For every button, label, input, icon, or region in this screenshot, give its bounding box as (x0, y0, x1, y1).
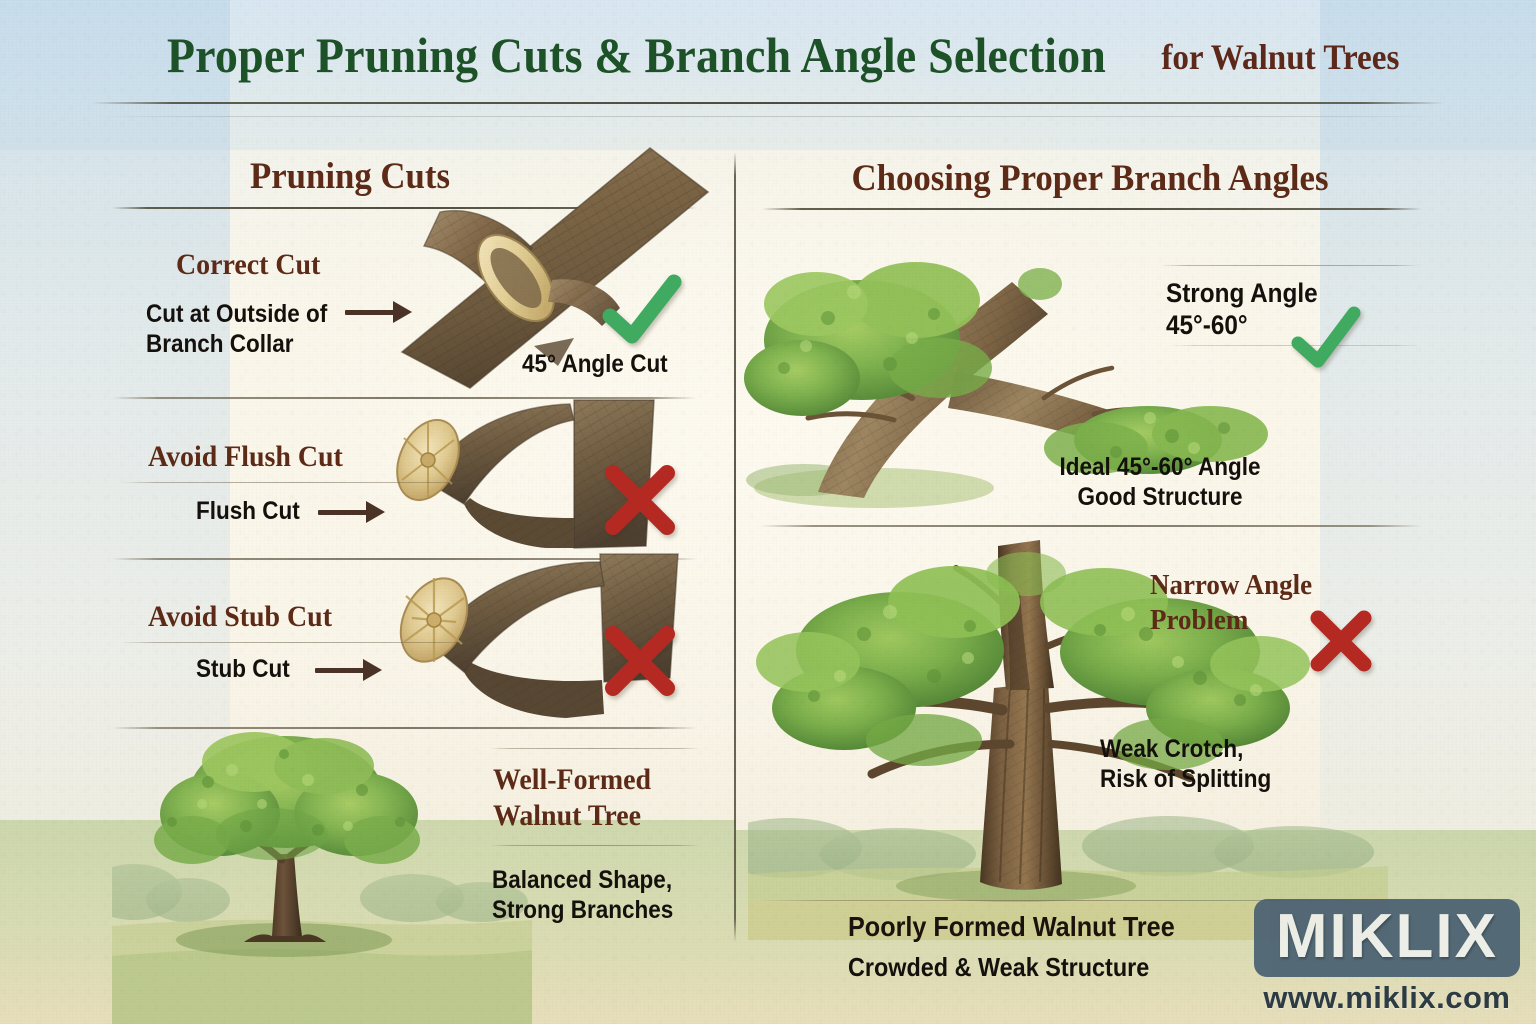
column-divider (734, 152, 736, 942)
check-mark-icon-strong-angle (1291, 306, 1361, 368)
branch-collar-correct-cut-illustration (400, 146, 710, 389)
caption-weak-crotch-line2: Risk of Splitting (1100, 764, 1272, 793)
strong-angle-branch-union-illustration (744, 262, 1268, 508)
caption-strong-angle: Ideal 45°-60° Angle Good Structure (1025, 453, 1295, 512)
footer-poorly-formed-line1: Poorly Formed Walnut Tree (848, 911, 1175, 942)
label-narrow-angle-line2: Problem (1150, 604, 1249, 637)
section-title-rule-stub (120, 642, 475, 644)
caption-well-formed-line2: Strong Branches (492, 895, 674, 924)
section-title-correct-cut: Correct Cut (176, 248, 321, 281)
well-formed-rule-top (490, 748, 700, 750)
watermark: MIKLIX www.miklix.com (1253, 898, 1520, 1016)
right-heading-rule (762, 208, 1422, 210)
title-main: Proper Pruning Cuts & Branch Angle Selec… (167, 27, 1107, 83)
label-narrow-angle-problem: Narrow Angle Problem (1150, 568, 1312, 639)
section-title-well-formed-tree: Well-Formed Walnut Tree (493, 762, 651, 834)
section-title-avoid-stub-cut: Avoid Stub Cut (148, 600, 332, 633)
section-rule-1 (112, 397, 697, 399)
caption-strong-angle-line2: Good Structure (1077, 482, 1243, 511)
watermark-url: www.miklix.com (1263, 980, 1511, 1015)
watermark-brand: MIKLIX (1275, 901, 1498, 971)
well-formed-line2: Walnut Tree (493, 799, 642, 832)
label-strong-angle: Strong Angle 45°-60° (1166, 278, 1318, 342)
arrow-to-branch-collar (345, 300, 413, 324)
well-formed-rule-bottom (490, 845, 700, 847)
well-formed-line1: Well-Formed (493, 763, 652, 796)
cross-mark-icon-flush-cut (605, 465, 675, 535)
title-suffix: for Walnut Trees (1161, 37, 1400, 77)
label-strong-angle-line2: 45°-60° (1166, 309, 1248, 340)
label-strong-angle-line1: Strong Angle (1166, 278, 1318, 308)
left-heading-rule (112, 207, 697, 209)
callout-correct-cut-line2: Branch Collar (146, 329, 294, 358)
poster-title: Proper Pruning Cuts & Branch Angle Selec… (0, 26, 1536, 84)
watermark-logo-box: MIKLIX (1253, 898, 1520, 977)
right-column-heading: Choosing Proper Branch Angles (851, 158, 1329, 199)
label-narrow-angle-line1: Narrow Angle (1150, 569, 1313, 601)
section-rule-2 (112, 558, 697, 560)
caption-weak-crotch-line1: Weak Crotch, (1100, 735, 1244, 763)
callout-stub-cut: Stub Cut (196, 655, 290, 683)
arrow-to-stub-cut (315, 658, 383, 682)
cross-mark-icon-narrow-angle (1310, 610, 1372, 672)
narrow-angle-walnut-tree-illustration (748, 540, 1388, 940)
right-footer-rule (760, 900, 1380, 902)
callout-correct-cut: Cut at Outside of Branch Collar (146, 300, 327, 359)
caption-45-angle-cut: 45° Angle Cut (522, 350, 668, 378)
cross-mark-icon-stub-cut (605, 626, 675, 696)
caption-well-formed-tree: Balanced Shape, Strong Branches (492, 866, 673, 925)
section-title-rule-flush (120, 482, 475, 484)
callout-correct-cut-line1: Cut at Outside of (146, 300, 328, 328)
strong-angle-rule-top (1160, 265, 1420, 267)
right-section-rule-1 (760, 525, 1422, 527)
footer-crowded-weak-structure: Crowded & Weak Structure (848, 952, 1149, 983)
footer-crowded-line1: Crowded & Weak Structure (848, 952, 1150, 982)
footer-poorly-formed-tree: Poorly Formed Walnut Tree (848, 910, 1175, 943)
title-divider (92, 102, 1444, 104)
caption-strong-angle-line1: Ideal 45°-60° Angle (1059, 453, 1261, 481)
section-title-avoid-flush-cut: Avoid Flush Cut (148, 440, 343, 473)
well-formed-walnut-tree-illustration (112, 732, 532, 1024)
caption-well-formed-line1: Balanced Shape, (492, 866, 673, 894)
caption-weak-crotch: Weak Crotch, Risk of Splitting (1100, 735, 1271, 794)
section-rule-3 (112, 727, 697, 729)
check-mark-icon-correct-cut (602, 274, 682, 344)
arrow-to-flush-cut (318, 500, 386, 524)
callout-flush-cut: Flush Cut (196, 497, 300, 525)
title-divider-secondary (92, 116, 1444, 118)
left-column-heading: Pruning Cuts (249, 156, 451, 197)
